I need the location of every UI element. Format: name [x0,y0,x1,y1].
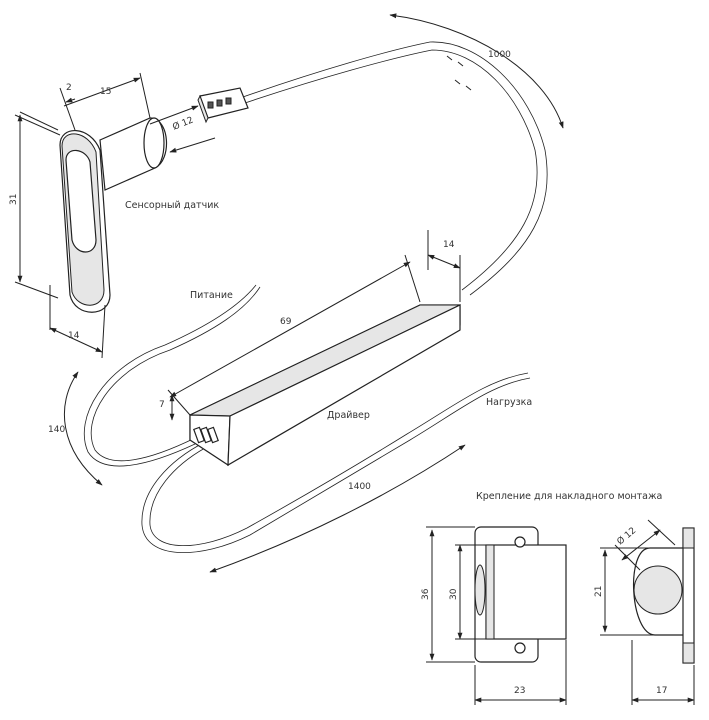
mount-front-view [474,526,567,663]
dim-driver-height: 7 [159,400,165,410]
dim-mount-height-outer: 36 [421,588,431,600]
dim-mount-width: 23 [514,686,525,696]
sensor [59,117,168,313]
connector [197,87,249,124]
label-load: Нагрузка [486,397,532,408]
label-driver: Драйвер [327,410,370,421]
dim-sensor-height: 31 [9,194,19,205]
dim-sensor-width: 14 [68,331,80,341]
dim-driver-length: 69 [280,317,292,327]
dim-cable-bottom: 1400 [348,482,371,492]
dim-cable-top: 1000 [488,50,511,60]
label-mounting: Крепление для накладного монтажа [476,491,662,502]
label-sensor: Сенсорный датчик [125,200,219,211]
dimension-lines [14,13,695,705]
dim-sensor-depth: 15 [100,87,111,97]
dim-driver-width: 14 [443,240,455,250]
dim-sensor-plate: 2 [66,83,72,93]
cable-break [446,55,472,91]
dim-mount-height-inner: 30 [449,588,459,600]
dim-side-width: 17 [656,686,667,696]
dim-sensor-diameter: Ø 12 [171,115,195,133]
dim-side-height: 21 [594,586,604,597]
label-power: Питание [190,290,233,301]
cable-to-sensor [239,41,548,296]
driver-box [189,304,461,467]
mount-side-view [633,527,695,664]
dim-side-diameter: Ø 12 [615,525,638,547]
dim-cable-left: 140 [48,425,65,435]
